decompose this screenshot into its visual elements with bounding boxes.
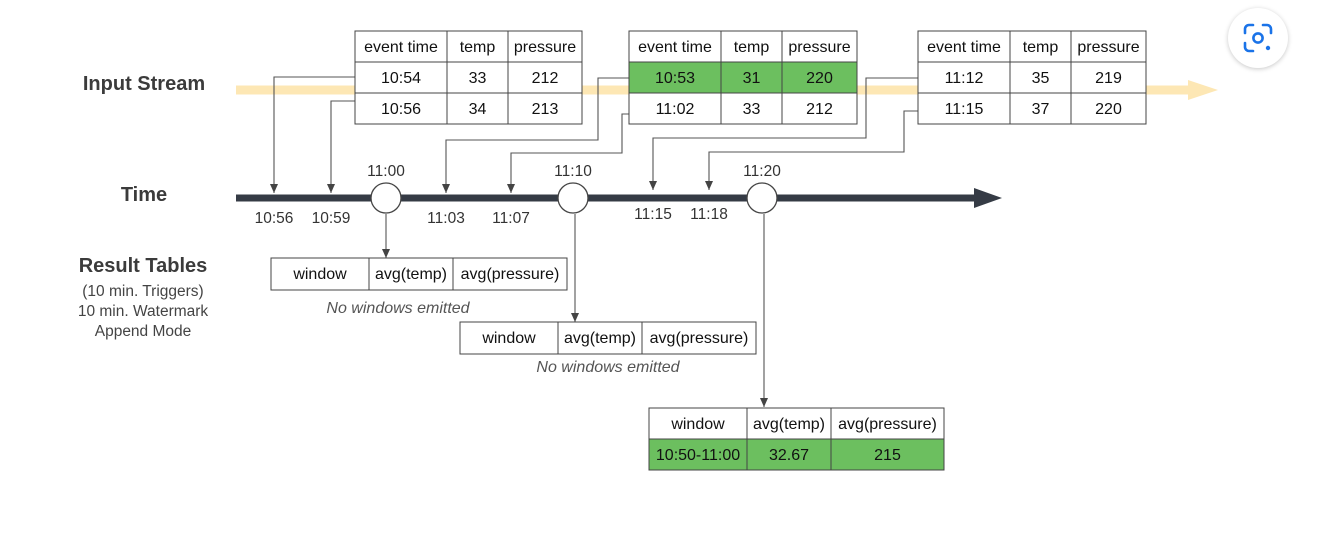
result-table-2-header-avg-pressure [641, 321, 757, 355]
result-table-2-header-avg-pressure-text: avg(pressure) [650, 330, 749, 347]
result-table-1-header-avg-temp-text: avg(temp) [375, 266, 447, 283]
result-table-2-header-avg-temp [557, 321, 643, 355]
input-table-2-header-temp-text: temp [734, 39, 770, 56]
input-table-2-header-event-time-text: event time [638, 39, 712, 56]
result-table-3-row-1-window [648, 438, 748, 471]
result-table-3-header-avg-pressure [830, 407, 945, 440]
input-table-3-header-temp-text: temp [1023, 39, 1059, 56]
input-table-2-header-pressure [781, 30, 858, 63]
input-table-1-header-event-time [354, 30, 448, 63]
result-subtitle-line-1: (10 min. Triggers) [82, 283, 203, 300]
arrival-tick-6: 11:18 [690, 206, 728, 223]
result-table-2-header-avg-temp-text: avg(temp) [564, 330, 636, 347]
input-table-1-row-2-event-time [354, 92, 448, 125]
input-table-2-row-2-pressure-text: 212 [806, 101, 833, 118]
arrival-tick-5: 11:15 [634, 206, 672, 223]
input-table-3-header-temp [1009, 30, 1072, 63]
input-table-2-row-1-event-time-text: 10:53 [655, 70, 695, 87]
input-table-1-row-1-pressure-text: 212 [532, 70, 559, 87]
input-table-2-header-pressure-text: pressure [788, 39, 850, 56]
input-table-2-header-event-time [628, 30, 722, 63]
trigger-circle-2 [557, 182, 589, 214]
input-table-2-row-1-pressure-text: 220 [806, 70, 833, 87]
result-table-2-note: No windows emitted [536, 359, 680, 376]
result-table-3-header-avg-pressure-text: avg(pressure) [838, 416, 937, 433]
result-table-1-header-avg-temp [368, 257, 454, 291]
result-table-1-note: No windows emitted [326, 300, 470, 317]
input-stream-label: Input Stream [83, 73, 205, 95]
input-table-1: event time temp pressure 10:54 33 212 10… [354, 30, 583, 125]
input-table-1-row-2-temp-text: 34 [469, 101, 487, 118]
input-table-3-row-1-event-time-text: 11:12 [945, 70, 984, 87]
trigger-label-3: 11:20 [743, 163, 781, 180]
input-table-3-header-pressure-text: pressure [1077, 39, 1139, 56]
input-table-2-row-2-temp [720, 92, 783, 125]
input-table-1-row-2-event-time-text: 10:56 [381, 101, 421, 118]
result-tables-label: Result Tables [79, 255, 208, 277]
input-table-2-header-temp [720, 30, 783, 63]
arrival-connectors [270, 76, 918, 193]
result-table-3-row-1-avg-pressure [830, 438, 945, 471]
input-table-3-row-2-pressure [1070, 92, 1147, 125]
input-table-3-row-2-temp-text: 37 [1032, 101, 1050, 118]
input-table-1-row-1-event-time [354, 61, 448, 94]
trigger-markers [370, 182, 778, 214]
trigger-connectors [382, 214, 768, 407]
input-table-3-row-1-pressure [1070, 61, 1147, 94]
trigger-circle-1 [370, 182, 402, 214]
arrival-tick-3: 11:03 [427, 210, 465, 227]
input-table-3-row-1-temp-text: 35 [1032, 70, 1050, 87]
trigger-label-2: 11:10 [554, 163, 592, 180]
trigger-label-1: 11:00 [367, 163, 405, 180]
result-table-1-header-window-text: window [292, 266, 347, 283]
result-subtitle-line-2: 10 min. Watermark [78, 303, 209, 320]
result-table-3-row-1-avg-temp-text: 32.67 [769, 447, 809, 464]
input-table-1-header-temp-text: temp [460, 39, 496, 56]
input-table-3-row-1-event-time [917, 61, 1011, 94]
input-table-3-row-2-pressure-text: 220 [1095, 101, 1122, 118]
result-table-1-header-window [270, 257, 370, 291]
lens-search-button[interactable] [1228, 8, 1288, 68]
arrival-tick-1: 10:56 [255, 210, 294, 227]
input-table-2-row-2-pressure [781, 92, 858, 125]
input-table-2-row-2-temp-text: 33 [743, 101, 761, 118]
input-table-1-row-1-event-time-text: 10:54 [381, 70, 421, 87]
result-table-3-header-avg-temp [746, 407, 832, 440]
result-table-3: window avg(temp) avg(pressure) 10:50-11:… [648, 407, 945, 471]
time-label: Time [121, 184, 167, 206]
arrival-tick-2: 10:59 [312, 210, 351, 227]
input-table-1-header-temp [446, 30, 509, 63]
input-table-3-row-1-pressure-text: 219 [1095, 70, 1122, 87]
input-table-2-row-2-event-time [628, 92, 722, 125]
input-table-3-row-2-temp [1009, 92, 1072, 125]
timeline-axis [236, 188, 1002, 208]
input-table-2-row-2-event-time-text: 11:02 [656, 101, 695, 118]
input-table-1-row-2-pressure-text: 213 [532, 101, 559, 118]
result-table-1-header-avg-pressure [452, 257, 568, 291]
input-table-2-row-1-temp-text: 31 [743, 70, 761, 87]
input-table-3-header-event-time-text: event time [927, 39, 1001, 56]
result-table-2: window avg(temp) avg(pressure) No window… [459, 321, 757, 376]
input-table-2: event time temp pressure 10:53 31 220 11… [628, 30, 858, 125]
result-table-3-row-1-avg-pressure-text: 215 [874, 447, 901, 464]
trigger-circle-3 [746, 182, 778, 214]
input-table-3-row-2-event-time-text: 11:15 [945, 101, 984, 118]
input-table-1-header-pressure-text: pressure [514, 39, 576, 56]
result-table-2-header-window-text: window [481, 330, 536, 347]
result-table-1: window avg(temp) avg(pressure) No window… [270, 257, 568, 317]
result-table-3-row-1-window-text: 10:50-11:00 [656, 447, 740, 464]
input-table-1-row-1-temp-text: 33 [469, 70, 487, 87]
result-table-3-header-avg-temp-text: avg(temp) [753, 416, 825, 433]
result-table-3-row-1-avg-temp [746, 438, 832, 471]
input-table-1-header-event-time-text: event time [364, 39, 438, 56]
arrival-tick-4: 11:07 [492, 210, 530, 227]
result-table-1-header-avg-pressure-text: avg(pressure) [461, 266, 560, 283]
input-table-1-row-2-pressure [507, 92, 583, 125]
input-table-3: event time temp pressure 11:12 35 219 11… [917, 30, 1147, 125]
result-subtitle-line-3: Append Mode [95, 323, 192, 340]
result-table-3-header-window-text: window [670, 416, 725, 433]
google-lens-icon [1243, 23, 1273, 53]
